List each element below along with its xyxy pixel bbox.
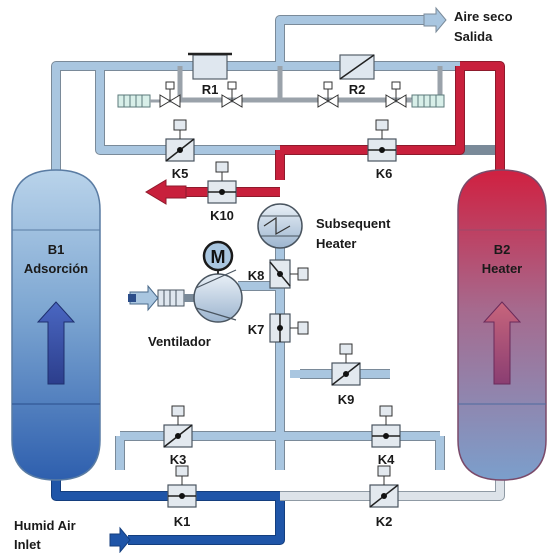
outlet-label-line1: Aire seco <box>454 9 513 24</box>
valve-label-k7: K7 <box>248 322 265 337</box>
valve-label-k6: K6 <box>376 166 393 181</box>
valve-k9[interactable] <box>331 343 361 386</box>
needle-valve-4-icon[interactable] <box>385 81 407 108</box>
valve-k2[interactable] <box>369 465 399 508</box>
subsequent-heater-label-line1: Subsequent <box>316 216 391 231</box>
fan-label: Ventilador <box>148 334 211 349</box>
heat-flow-arrow-icon <box>482 301 522 385</box>
hot-air-exhaust-arrow-icon <box>145 179 187 205</box>
valve-k10[interactable] <box>207 161 237 204</box>
subsequent-heater-label-line2: Heater <box>316 236 356 251</box>
vessel-b1 <box>11 169 101 481</box>
inlet-label-line2: Inlet <box>14 537 41 552</box>
restrictor-label-r2: R2 <box>349 82 366 97</box>
pipe-network <box>51 15 505 545</box>
needle-valve-1-icon[interactable] <box>159 81 181 108</box>
flow-meter-right-icon <box>411 94 445 108</box>
valve-k4[interactable] <box>371 405 401 448</box>
valve-k7[interactable] <box>269 313 309 343</box>
fan-blower[interactable] <box>193 269 243 323</box>
vessel-b2 <box>457 169 547 481</box>
svg-text:M: M <box>211 247 226 267</box>
vessel-b1-name: B1 <box>48 242 65 257</box>
valve-label-k4: K4 <box>378 452 395 467</box>
valve-k6[interactable] <box>367 119 397 162</box>
valve-label-k9: K9 <box>338 392 355 407</box>
inlet-arrow-icon <box>109 526 131 553</box>
inlet-label-line1: Humid Air <box>14 518 76 533</box>
restrictor-label-r1: R1 <box>202 82 219 97</box>
needle-valve-3-icon[interactable] <box>317 81 339 108</box>
restrictor-r2[interactable] <box>339 54 375 80</box>
restrictor-r1[interactable] <box>188 52 232 80</box>
vessel-b2-function: Heater <box>482 261 522 276</box>
valve-k3[interactable] <box>163 405 193 448</box>
valve-k8[interactable] <box>269 259 309 289</box>
valve-label-k5: K5 <box>172 166 189 181</box>
valve-label-k1: K1 <box>174 514 191 529</box>
valve-k1[interactable] <box>167 465 197 508</box>
motor-icon: M <box>202 240 234 272</box>
vessel-b1-function: Adsorción <box>24 261 88 276</box>
outlet-arrow-icon <box>423 6 447 34</box>
valve-k5[interactable] <box>165 119 195 162</box>
fan-intake-filter-icon <box>128 284 185 312</box>
valve-label-k2: K2 <box>376 514 393 529</box>
flow-meter-left-icon <box>117 94 151 108</box>
subsequent-heater[interactable] <box>257 203 303 249</box>
valve-label-k8: K8 <box>248 268 265 283</box>
valve-label-k3: K3 <box>170 452 187 467</box>
valve-label-k10: K10 <box>210 208 234 223</box>
outlet-label-line2: Salida <box>454 29 493 44</box>
upflow-arrow-icon <box>36 301 76 385</box>
needle-valve-2-icon[interactable] <box>221 81 243 108</box>
vessel-b2-name: B2 <box>494 242 511 257</box>
